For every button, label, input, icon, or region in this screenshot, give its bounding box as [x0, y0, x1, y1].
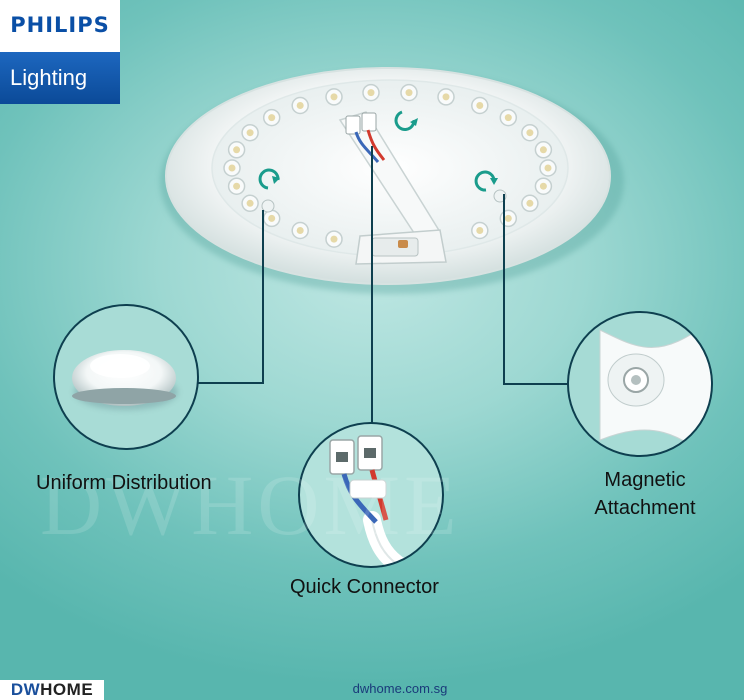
led-bead-chip	[526, 199, 534, 207]
website-url[interactable]: dwhome.com.sg	[352, 681, 448, 696]
led-bead-chip	[246, 129, 254, 137]
label-uniform-distribution: Uniform Distribution	[36, 472, 212, 494]
led-bead-chip	[442, 93, 450, 101]
label-magnetic-line2: Attachment	[594, 497, 696, 519]
rotate-arrow-icon	[258, 110, 496, 192]
led-bead-chip	[504, 214, 512, 222]
rotate-arrow-heads	[272, 118, 498, 185]
mounting-bracket	[338, 111, 447, 265]
led-bead-chip	[268, 114, 276, 122]
dwhome-logo-home: HOME	[40, 680, 94, 699]
led-bead-chip	[330, 235, 338, 243]
led-bead-chip	[544, 164, 552, 172]
dwhome-logo: DWHOME	[0, 680, 104, 700]
led-bead-chip	[405, 89, 413, 97]
led-bead-chip	[367, 89, 375, 97]
led-bead-chip	[296, 102, 304, 109]
led-bead-chip	[504, 114, 512, 122]
led-bead-chip	[233, 182, 241, 190]
led-bead-chip	[246, 199, 254, 207]
led-bead-chip	[539, 146, 547, 154]
label-magnetic-line1: Magnetic	[604, 469, 686, 491]
led-bead-chip	[233, 146, 241, 154]
brand-name: PHILIPS	[0, 0, 120, 52]
led-bead-chip	[539, 182, 547, 190]
label-magnetic-attachment: Magnetic Attachment	[585, 466, 705, 522]
led-bead-chip	[228, 164, 236, 172]
dwhome-logo-dw: DW	[10, 680, 41, 699]
led-bead-chip	[268, 214, 276, 222]
callout-lines	[198, 146, 568, 423]
philips-lighting-logo: PHILIPS Lighting	[0, 0, 120, 104]
led-bead-chip	[476, 227, 484, 234]
led-bead-chip	[526, 129, 534, 137]
label-quick-connector: Quick Connector	[290, 576, 439, 598]
led-bead-chip	[476, 102, 484, 109]
watermark-text: DWHOME	[40, 457, 461, 553]
magnetic-attachment-callout	[567, 311, 713, 457]
led-bead-chip	[330, 93, 338, 101]
uniform-distribution-callout	[53, 304, 199, 450]
brand-division: Lighting	[0, 52, 120, 104]
led-bead-chip	[296, 227, 304, 234]
disc-quick-connector	[345, 112, 386, 163]
